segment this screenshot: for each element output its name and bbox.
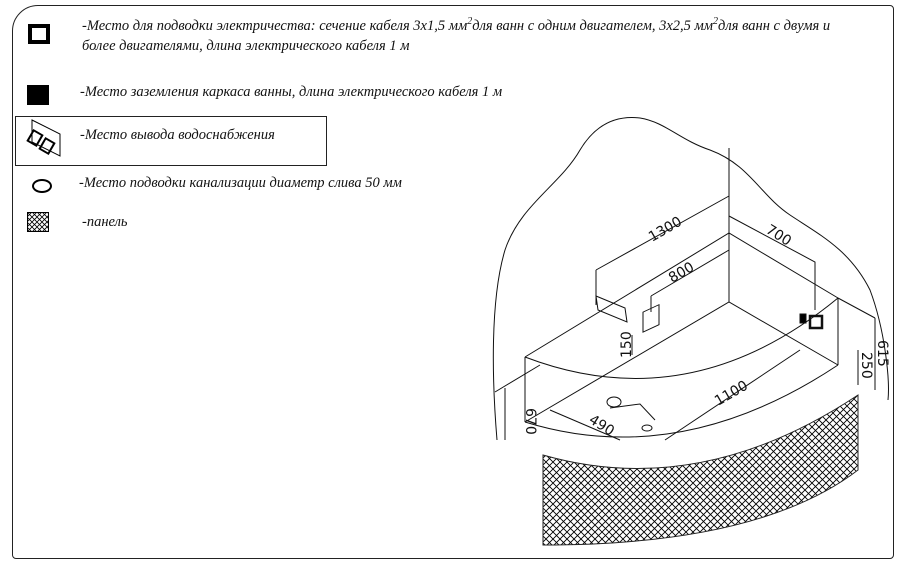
legend-panel: -панель (82, 214, 128, 230)
dim-700: 700 (763, 222, 794, 250)
dim-150: 150 (619, 331, 635, 358)
dim-615: 615 (874, 340, 890, 367)
drawing-frame (12, 5, 894, 559)
dim-1100: 1100 (712, 378, 751, 410)
dim-800: 800 (666, 259, 697, 286)
legend-text: для ванн с двумя и (718, 17, 831, 34)
superscript: 2 (467, 16, 473, 27)
tub-front-arc-bottom (524, 364, 839, 438)
drain-icon (32, 179, 52, 193)
tub-top-edges (524, 232, 839, 358)
legend-water: -Место вывода водоснабжения (80, 127, 275, 143)
front-panel (542, 394, 859, 546)
legend-water-box (15, 116, 327, 166)
drain-fixture (606, 396, 622, 408)
panel-hatch-icon (27, 212, 49, 232)
ground-marker (799, 313, 807, 324)
water-outlet-icon (642, 303, 660, 333)
superscript: 2 (713, 16, 719, 27)
legend-text: для ванн с одним двигателем, 3х2,5 мм (472, 17, 714, 34)
water-supply-icon (26, 119, 61, 157)
dim-1300: 1300 (646, 214, 685, 246)
wall-outline (492, 116, 889, 441)
tub-bottom-edges (524, 301, 839, 423)
legend-drain: -Место подводки канализации диаметр слив… (79, 175, 402, 191)
tub-front-arc-top (524, 297, 839, 379)
legend-ground: -Место заземления каркаса ванны, длина э… (80, 84, 503, 100)
ground-icon (27, 85, 49, 105)
electric-outlet-icon (28, 24, 50, 44)
legend-electric-line1: -Место для подводки электричества: сечен… (82, 16, 830, 35)
legend-electric-line2: более двигателями, длина электрического … (82, 38, 410, 54)
dim-670: 670 (522, 408, 538, 435)
spout-icon (595, 295, 628, 323)
electric-outlet-marker (808, 314, 824, 330)
dim-250: 250 (858, 352, 874, 379)
legend-text: -Место для подводки электричества: сечен… (82, 17, 468, 34)
